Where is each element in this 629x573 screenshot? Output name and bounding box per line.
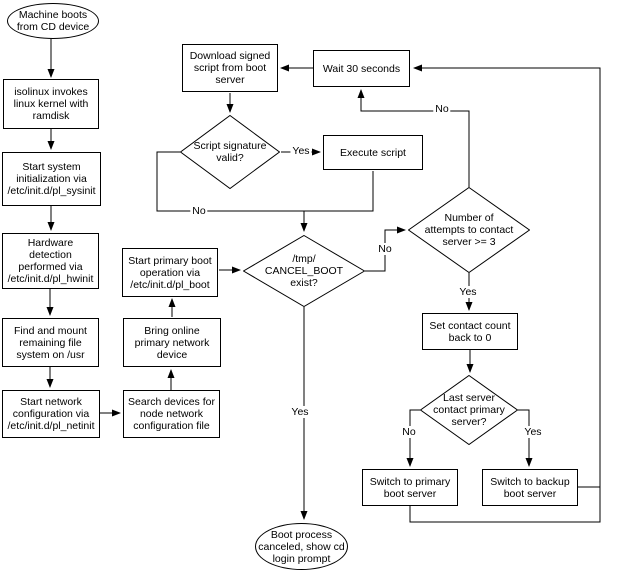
node-sysinit: Start system initialization via /etc/ini… [2, 152, 101, 206]
edge-label-cancel-no: No [376, 243, 394, 255]
edge-label-sig-no: No [190, 205, 208, 217]
node-search-devices: Search devices for node network configur… [123, 390, 220, 438]
node-execute-label: Execute script [340, 146, 406, 159]
diamond-shape [180, 115, 280, 189]
node-last-server-label: Last server contact primary server? [433, 392, 505, 428]
edge-label-attempts-yes: Yes [457, 286, 479, 298]
node-wait30-label: Wait 30 seconds [322, 62, 401, 75]
node-sig-valid-label: Script signature valid? [193, 140, 267, 164]
node-switch-backup: Switch to backup boot server [482, 469, 578, 506]
node-wait30: Wait 30 seconds [313, 50, 410, 87]
node-switch-primary-label: Switch to primary boot server [369, 475, 451, 500]
edge-lastserver-yes-switchbackup [518, 409, 533, 467]
node-cancel-boot-label: /tmp/ CANCEL_BOOT exist? [264, 253, 344, 289]
edge-label-last-yes: Yes [522, 426, 544, 438]
node-pl-boot-label: Start primary boot operation via /etc/in… [128, 254, 212, 291]
node-download: Download signed script from boot server [182, 44, 278, 92]
diamond-shape [243, 235, 365, 307]
edge-lastserver-no-switchprimary [406, 409, 420, 467]
node-isolinux-label: isolinux invokes linux kernel with ramdi… [13, 86, 89, 122]
node-switch-primary: Switch to primary boot server [362, 469, 458, 506]
node-set-count-label: Set contact count back to 0 [429, 319, 511, 344]
node-sysinit-label: Start system initialization via /etc/ini… [7, 161, 96, 197]
node-attempts: Number of attempts to contact server >= … [408, 187, 530, 273]
node-netinit-label: Start network configuration via /etc/ini… [7, 396, 95, 432]
node-last-server: Last server contact primary server? [420, 375, 518, 445]
node-switch-backup-label: Switch to backup boot server [490, 475, 570, 500]
diamond-shape [408, 187, 530, 273]
node-machine-boots: Machine boots from CD device [7, 3, 99, 39]
node-attempts-label: Number of attempts to contact server >= … [424, 212, 514, 248]
node-machine-boots-label: Machine boots from CD device [16, 9, 90, 33]
node-bring-online: Bring online primary network device [123, 318, 221, 367]
edge-label-last-no: No [400, 426, 418, 438]
node-cancel-boot: /tmp/ CANCEL_BOOT exist? [243, 235, 365, 307]
diamond-shape [420, 375, 518, 445]
edge-label-cancel-yes: Yes [289, 406, 311, 418]
node-findmount-label: Find and mount remaining file system on … [14, 324, 87, 361]
edge-switchprimary-loop-wait [409, 64, 601, 523]
edge-attempts-no-wait [357, 89, 470, 187]
node-bring-online-label: Bring online primary network device [134, 324, 210, 361]
node-download-label: Download signed script from boot server [189, 50, 271, 86]
node-execute: Execute script [323, 135, 423, 170]
edge-label-attempts-no: No [433, 103, 451, 115]
edge-label-sig-yes: Yes [290, 145, 312, 157]
node-findmount: Find and mount remaining file system on … [2, 318, 99, 367]
node-isolinux: isolinux invokes linux kernel with ramdi… [3, 79, 99, 129]
node-set-count: Set contact count back to 0 [422, 313, 518, 350]
node-boot-canceled: Boot process canceled, show cd login pro… [255, 523, 348, 570]
node-hwinit-label: Hardware detection performed via /etc/in… [7, 237, 94, 285]
node-boot-canceled-label: Boot process canceled, show cd login pro… [258, 528, 345, 565]
edge-execute-out [304, 171, 374, 212]
node-pl-boot: Start primary boot operation via /etc/in… [122, 248, 218, 297]
node-hwinit: Hardware detection performed via /etc/in… [2, 233, 99, 289]
edge-sigvalid-no [156, 151, 304, 212]
node-sig-valid: Script signature valid? [180, 115, 280, 189]
node-search-devices-label: Search devices for node network configur… [128, 396, 215, 432]
node-netinit: Start network configuration via /etc/ini… [2, 390, 100, 438]
